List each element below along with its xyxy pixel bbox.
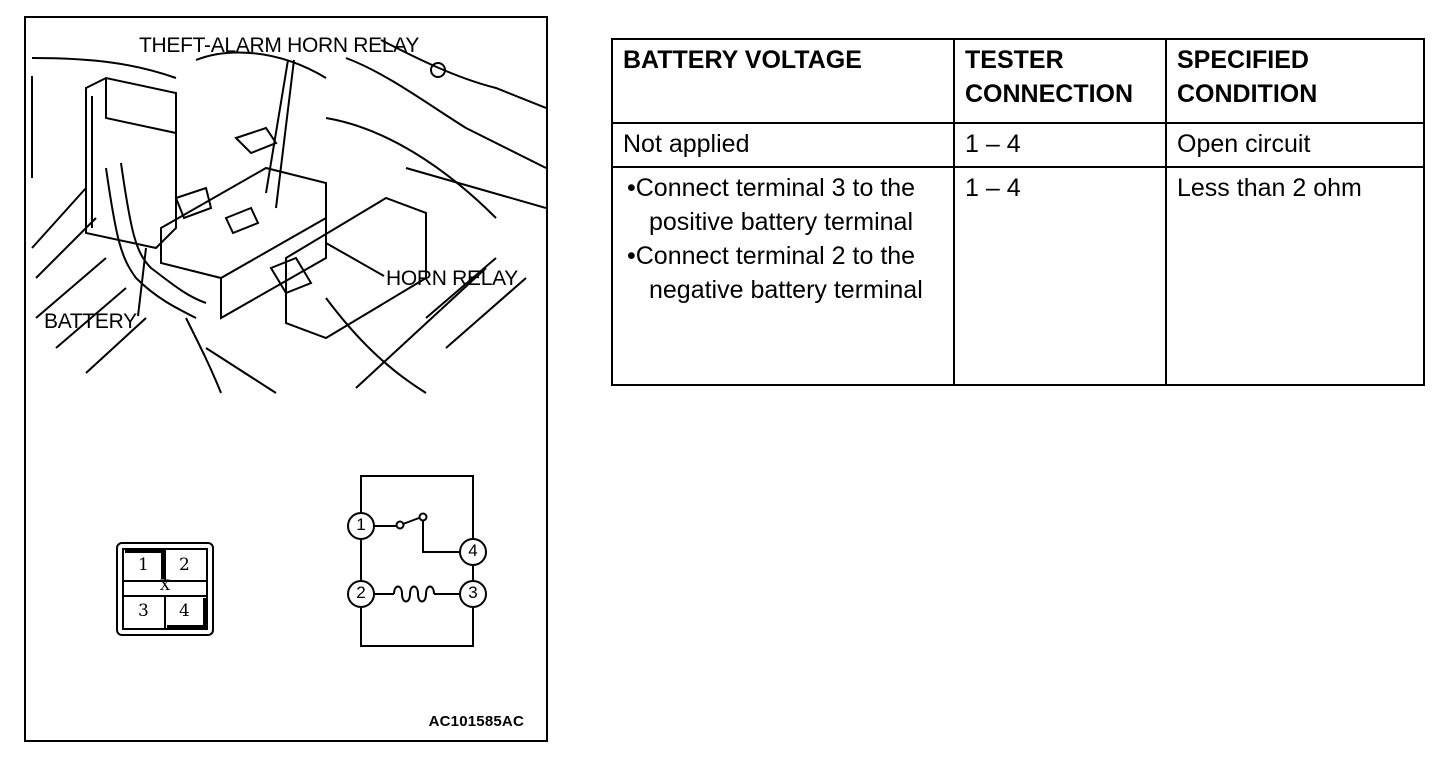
connector-terminal-1: 1 bbox=[138, 555, 149, 575]
relay-circuit bbox=[347, 475, 487, 647]
battery-label: BATTERY bbox=[44, 310, 137, 333]
connector-terminal-2: 2 bbox=[179, 555, 190, 575]
condition-bullet: •Connect terminal 2 to the negative batt… bbox=[627, 242, 923, 304]
relay-check-table: BATTERY VOLTAGE TESTER CONNECTION SPECIF… bbox=[611, 38, 1425, 386]
engine-bay-illustration bbox=[31, 39, 546, 647]
connector-center-mark: X bbox=[160, 578, 170, 594]
theft-alarm-horn-relay-label: THEFT-ALARM HORN RELAY bbox=[139, 34, 420, 57]
header-battery-voltage: BATTERY VOLTAGE bbox=[611, 38, 955, 124]
connector-terminal-4: 4 bbox=[179, 601, 190, 621]
header-tester-connection: TESTER CONNECTION bbox=[953, 38, 1167, 124]
condition-text: Not applied bbox=[623, 130, 750, 158]
table-row: •Connect terminal 3 to the positive batt… bbox=[611, 166, 1425, 386]
table-row: Not applied 1 – 4 Open circuit bbox=[611, 122, 1425, 168]
cell-specified-condition: Open circuit bbox=[1165, 122, 1425, 168]
circuit-terminal-3: 3 bbox=[468, 583, 478, 602]
circuit-terminal-1: 1 bbox=[356, 515, 366, 534]
horn-relay-label: HORN RELAY bbox=[386, 267, 518, 290]
header-specified-condition: SPECIFIED CONDITION bbox=[1165, 38, 1425, 124]
circuit-terminal-4: 4 bbox=[468, 541, 478, 560]
cell-tester-connection: 1 – 4 bbox=[953, 166, 1167, 386]
figure-panel: THEFT-ALARM HORN RELAY HORN RELAY BATTER… bbox=[24, 16, 548, 742]
connector-diagram bbox=[116, 542, 214, 636]
connector-terminal-3: 3 bbox=[138, 601, 149, 621]
cell-battery-voltage: •Connect terminal 3 to the positive batt… bbox=[611, 166, 955, 386]
table-header-row: BATTERY VOLTAGE TESTER CONNECTION SPECIF… bbox=[611, 38, 1425, 124]
cell-specified-condition: Less than 2 ohm bbox=[1165, 166, 1425, 386]
circuit-terminal-2: 2 bbox=[356, 583, 366, 602]
condition-bullet: •Connect terminal 3 to the positive batt… bbox=[627, 174, 916, 236]
cell-battery-voltage: Not applied bbox=[611, 122, 955, 168]
cell-tester-connection: 1 – 4 bbox=[953, 122, 1167, 168]
figure-code: AC101585AC bbox=[428, 713, 524, 730]
